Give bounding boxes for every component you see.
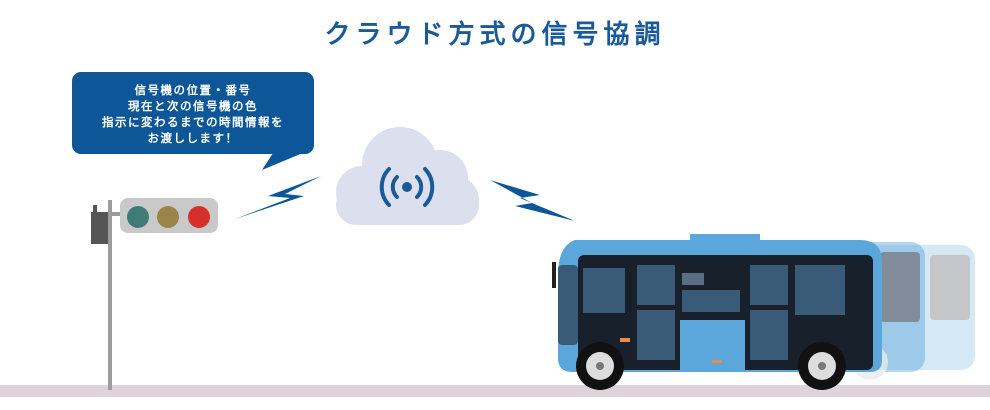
wireless-signal-icon [379, 167, 435, 207]
bus-wheel-front [576, 342, 624, 390]
bus-wheel-rear [798, 342, 846, 390]
ground [0, 385, 990, 397]
signal-bolt-right [490, 180, 575, 221]
page-title: クラウド方式の信号協調 [324, 20, 666, 50]
cloud-icon [336, 127, 479, 225]
signal-bolt-left [235, 176, 321, 219]
bubble-line: 現在と次の信号機の色 [128, 99, 258, 113]
bubble-line: お渡しします！ [147, 131, 239, 145]
speech-bubble-tail [262, 150, 310, 170]
bubble-line: 信号機の位置・番号 [134, 83, 252, 97]
info-speech-bubble: 信号機の位置・番号 現在と次の信号機の色 指示に変わるまでの時間情報を お渡しし… [72, 72, 314, 154]
bubble-line: 指示に変わるまでの時間情報を [102, 115, 284, 129]
bus-illustration [552, 234, 882, 390]
traffic-light-icon [91, 198, 218, 390]
